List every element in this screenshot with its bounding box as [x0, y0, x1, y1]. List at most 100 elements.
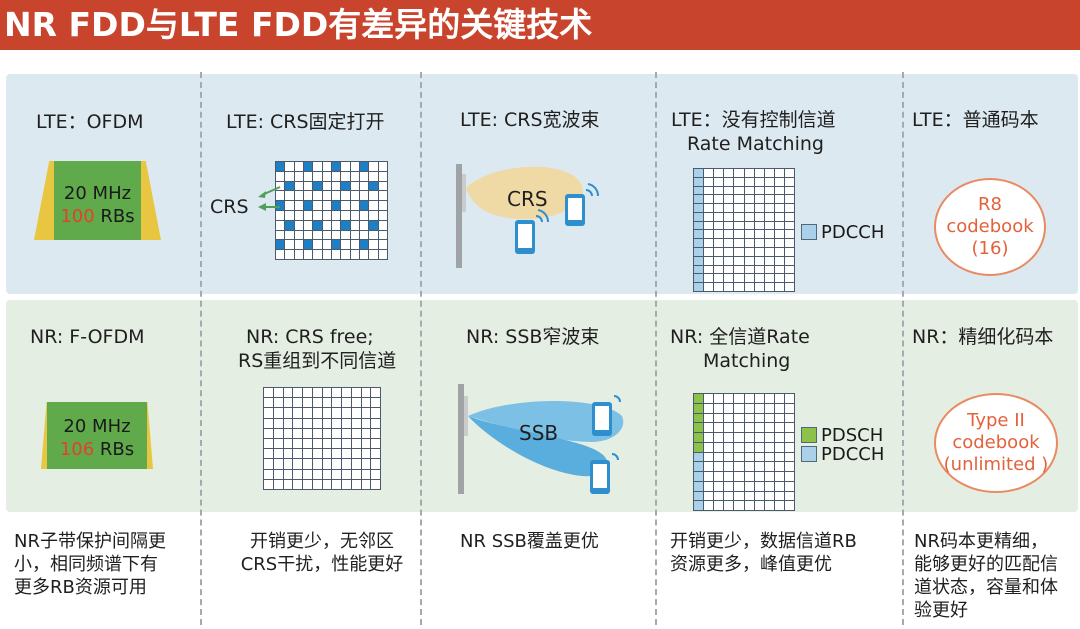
- grid-cell: [303, 438, 312, 449]
- grid-cell: [704, 239, 714, 248]
- grid-cell: [734, 177, 744, 186]
- grid-cell: [361, 449, 371, 459]
- grid-cell: [764, 212, 774, 221]
- grid-cell: [351, 428, 361, 438]
- grid-cell: [724, 239, 734, 248]
- grid-cell: [331, 211, 341, 220]
- grid-cell: [694, 283, 704, 291]
- crs-label: CRS: [210, 196, 249, 218]
- grid-cell: [341, 181, 350, 191]
- grid-cell: [342, 438, 351, 449]
- grid-cell: [350, 162, 359, 171]
- grid-cell: [276, 181, 285, 191]
- grid-cell: [322, 211, 331, 220]
- grid-cell: [350, 201, 359, 210]
- text-line: 小，相同频谱下有: [14, 554, 158, 575]
- grid-cell: [714, 491, 724, 501]
- grid-cell: [694, 265, 704, 274]
- grid-cell: [714, 169, 724, 177]
- grid-cell: [774, 256, 784, 265]
- grid-cell: [303, 469, 312, 479]
- grid-cell: [359, 181, 369, 191]
- grid-cell: [341, 220, 350, 230]
- grid-cell: [704, 481, 714, 491]
- grid-cell: [734, 274, 744, 283]
- grid-cell: [764, 394, 774, 403]
- grid-cell: [351, 418, 361, 428]
- grid-cell: [331, 181, 341, 191]
- grid-cell: [694, 481, 704, 491]
- grid-cell: [351, 398, 361, 408]
- codebook-line: codebook: [952, 432, 1040, 453]
- grid-cell: [744, 283, 754, 291]
- grid-cell: [774, 452, 784, 462]
- grid-cell: [273, 388, 283, 398]
- grid-cell: [312, 479, 322, 489]
- grid-cell: [359, 162, 369, 171]
- grid-cell: [322, 171, 331, 181]
- grid-cell: [341, 201, 350, 210]
- grid-cell: [744, 491, 754, 501]
- grid-cell: [264, 469, 273, 479]
- text-line: 更多RB资源可用: [14, 577, 147, 598]
- grid-cell: [754, 403, 764, 413]
- grid-cell: [694, 204, 704, 212]
- grid-cell: [764, 423, 774, 432]
- r8-codebook-badge: R8 codebook (16): [934, 178, 1046, 276]
- grid-cell: [704, 394, 714, 403]
- grid-cell: [361, 438, 371, 449]
- grid-cell: [276, 230, 285, 240]
- grid-cell: [694, 221, 704, 230]
- grid-cell: [293, 398, 302, 408]
- grid-cell: [378, 220, 387, 230]
- grid-cell: [350, 240, 359, 250]
- grid-cell: [332, 408, 341, 418]
- nr-ssb-narrow-beam-title: NR: SSB窄波束: [466, 326, 600, 348]
- grid-cell: [754, 501, 764, 510]
- grid-cell: [285, 220, 294, 230]
- grid-cell: [322, 181, 331, 191]
- grid-cell: [276, 220, 285, 230]
- grid-cell: [754, 452, 764, 462]
- grid-cell: [754, 195, 764, 204]
- grid-cell: [313, 171, 322, 181]
- grid-cell: [714, 265, 724, 274]
- conclusion-subband: NR子带保护间隔更 小，相同频谱下有 更多RB资源可用: [14, 530, 166, 599]
- lte-rate-matching-title-1: LTE：没有控制信道: [671, 109, 836, 131]
- grid-cell: [784, 423, 794, 432]
- grid-cell: [754, 413, 764, 423]
- grid-cell: [322, 388, 332, 398]
- grid-cell: [704, 413, 714, 423]
- grid-cell: [734, 230, 744, 239]
- grid-cell: [724, 274, 734, 283]
- grid-cell: [359, 171, 369, 181]
- grid-cell: [744, 413, 754, 423]
- grid-cell: [784, 256, 794, 265]
- grid-cell: [273, 428, 283, 438]
- grid-cell: [264, 428, 273, 438]
- grid-cell: [754, 472, 764, 481]
- grid-cell: [331, 230, 341, 240]
- grid-cell: [378, 171, 387, 181]
- conclusion-rate-matching: 开销更少，数据信道RB 资源更多，峰值更优: [670, 530, 857, 576]
- grid-cell: [285, 171, 294, 181]
- grid-cell: [714, 230, 724, 239]
- grid-cell: [714, 481, 724, 491]
- grid-cell: [724, 283, 734, 291]
- grid-cell: [285, 230, 294, 240]
- grid-cell: [378, 250, 387, 259]
- grid-cell: [774, 433, 784, 442]
- grid-cell: [273, 438, 283, 449]
- grid-cell: [342, 418, 351, 428]
- column-divider: [655, 72, 657, 625]
- grid-cell: [371, 438, 380, 449]
- grid-cell: [694, 472, 704, 481]
- grid-cell: [744, 204, 754, 212]
- grid-cell: [774, 221, 784, 230]
- grid-cell: [273, 449, 283, 459]
- grid-cell: [774, 413, 784, 423]
- grid-cell: [341, 171, 350, 181]
- grid-cell: [754, 442, 764, 452]
- grid-cell: [714, 204, 724, 212]
- codebook-line: (unlimited ): [943, 454, 1049, 475]
